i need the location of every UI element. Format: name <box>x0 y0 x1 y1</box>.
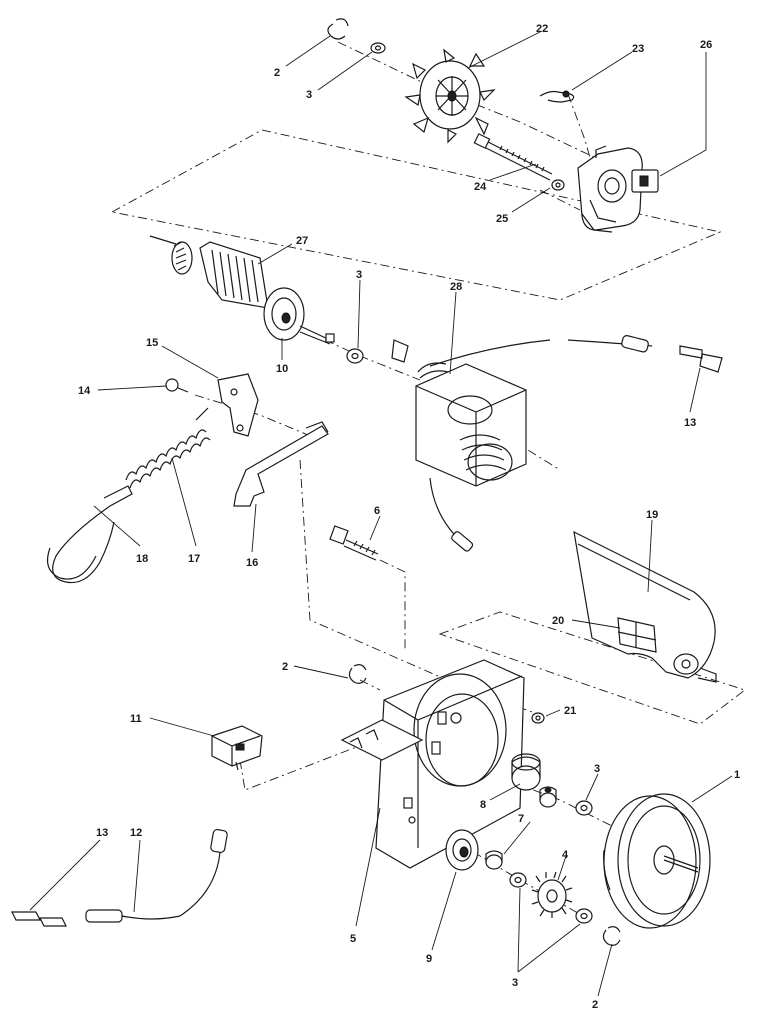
callout-3-top: 3 <box>306 89 312 101</box>
part-6-bolt <box>329 525 379 561</box>
part-8-bushing <box>511 753 541 791</box>
leader-lines <box>29 31 733 997</box>
part-4-gear <box>531 871 573 918</box>
callout-13-bottom: 13 <box>96 827 108 839</box>
part-17-spring <box>125 407 211 489</box>
part-14-screw <box>165 378 189 393</box>
callout-2-bottom: 2 <box>592 999 598 1011</box>
callout-1: 1 <box>734 769 740 781</box>
part-23-clip <box>539 90 575 103</box>
part-3-washer-middle <box>346 348 364 364</box>
part-12-cord <box>85 828 228 923</box>
part-18-strap <box>47 485 133 584</box>
callout-18: 18 <box>136 553 148 565</box>
part-16-lever <box>233 421 329 507</box>
part-3-washer-bottom <box>575 908 593 924</box>
callout-26: 26 <box>700 39 712 51</box>
part-15-bracket <box>217 373 259 437</box>
part-7-sleeve-upper <box>539 786 557 808</box>
part-24-screw <box>473 133 553 181</box>
callout-5: 5 <box>350 933 356 945</box>
part-2-retaining-ring-top <box>327 18 349 40</box>
callout-4: 4 <box>562 849 569 861</box>
part-3-washer-lower <box>509 872 527 888</box>
part-11-switch <box>211 725 263 771</box>
part-9-bearing <box>445 829 479 871</box>
part-25-nut <box>551 179 565 191</box>
callout-23: 23 <box>632 43 644 55</box>
part-3-washer-right <box>575 800 593 816</box>
callout-15: 15 <box>146 337 158 349</box>
part-5-housing <box>340 659 525 869</box>
callout-11: 11 <box>130 713 142 725</box>
callout-19: 19 <box>646 509 658 521</box>
part-3-washer-top <box>370 42 386 54</box>
callout-9: 9 <box>426 953 432 965</box>
part-1-wheel <box>603 793 711 929</box>
part-19-guard <box>573 530 717 683</box>
part-22-fan <box>404 48 496 144</box>
callout-14: 14 <box>78 385 91 397</box>
callout-24: 24 <box>474 181 487 193</box>
callout-7: 7 <box>518 813 524 825</box>
callout-13-top: 13 <box>684 417 696 429</box>
callout-20: 20 <box>552 615 564 627</box>
callout-8: 8 <box>480 799 486 811</box>
callout-2-middle: 2 <box>282 661 288 673</box>
callout-12: 12 <box>130 827 142 839</box>
part-2-retaining-ring-bottom <box>602 926 621 946</box>
callout-3-bottom: 3 <box>512 977 518 989</box>
callout-27: 27 <box>296 235 308 247</box>
part-13-terminal-lower <box>11 911 67 927</box>
callout-22: 22 <box>536 23 548 35</box>
callout-16: 16 <box>246 557 258 569</box>
callout-28: 28 <box>450 281 462 293</box>
callout-2-top: 2 <box>274 67 280 79</box>
callout-10: 10 <box>276 363 288 375</box>
part-2-retaining-ring-middle <box>348 664 367 684</box>
callout-6: 6 <box>374 505 380 517</box>
part-7-sleeve-lower <box>485 850 503 870</box>
callout-3-middle: 3 <box>356 269 362 281</box>
part-27-armature <box>149 235 335 345</box>
callout-25: 25 <box>496 213 508 225</box>
callout-3-right: 3 <box>594 763 600 775</box>
callout-labels: 22 23 26 2 3 24 25 27 3 28 15 10 14 13 1… <box>78 23 740 1011</box>
part-26-bracket <box>577 145 659 233</box>
part-28-field-stator <box>391 335 723 552</box>
callout-21: 21 <box>564 705 576 717</box>
callout-17: 17 <box>188 553 200 565</box>
part-21-nut <box>531 712 545 724</box>
part-20-label <box>617 617 657 653</box>
